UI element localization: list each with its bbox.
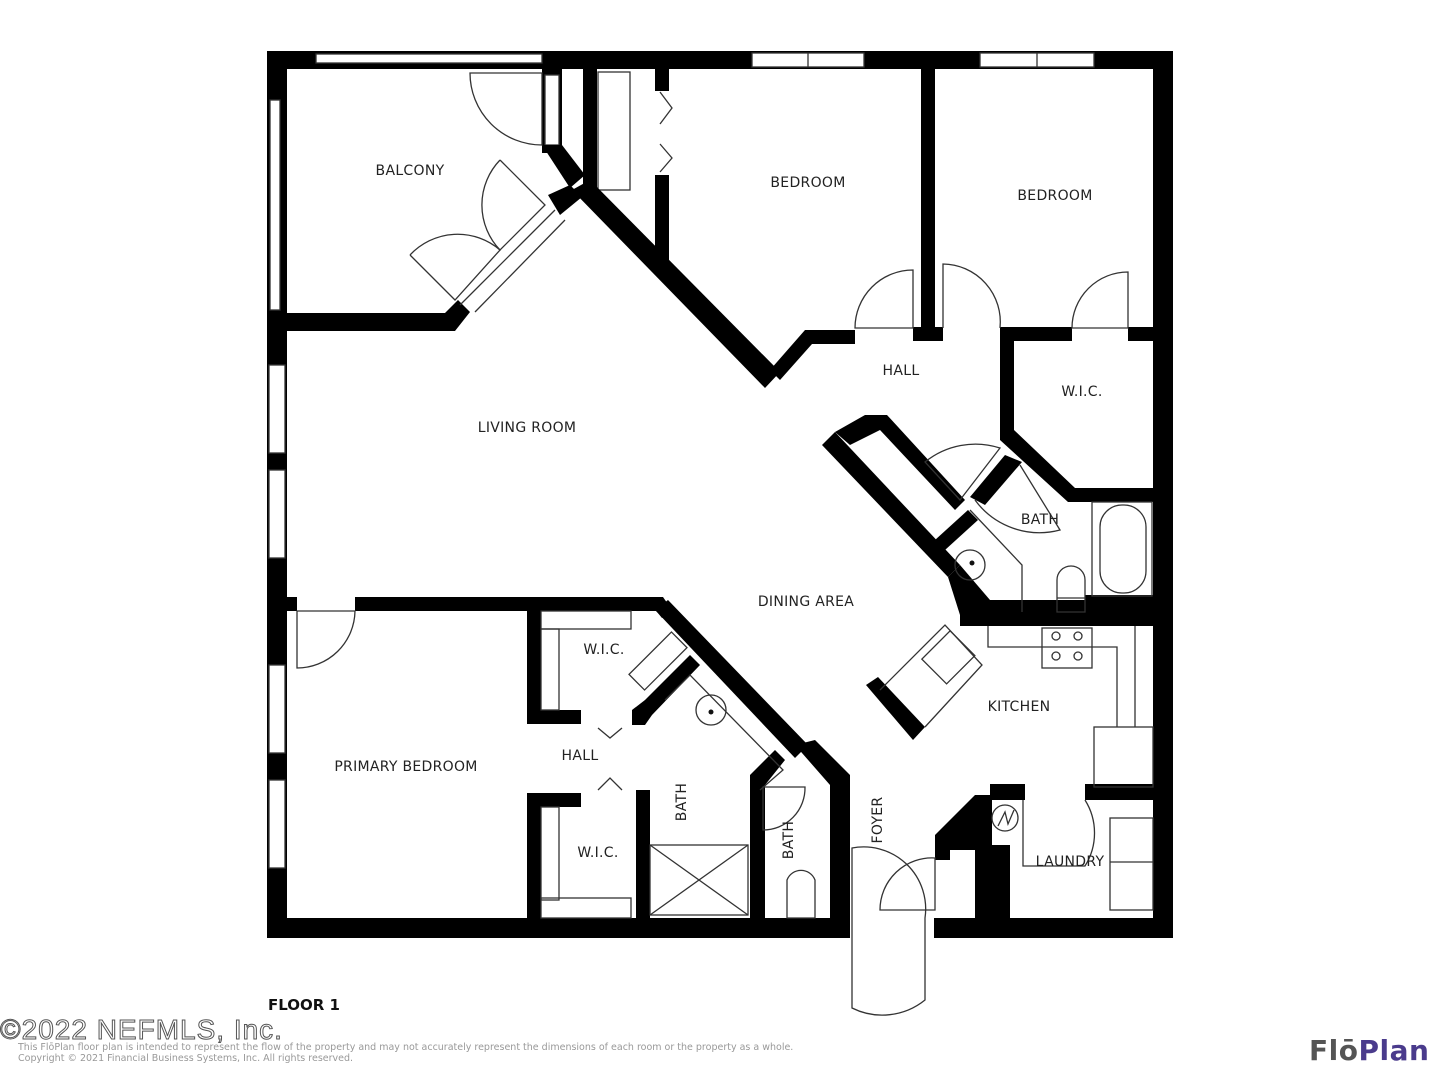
room-label: W.I.C. — [583, 642, 624, 658]
room-label: LIVING ROOM — [478, 420, 577, 436]
room-label: LAUNDRY — [1036, 854, 1105, 870]
room-label: FOYER — [870, 797, 886, 844]
room-label: BATH — [1021, 512, 1059, 528]
logo-part-plan: Plan — [1358, 1034, 1430, 1067]
floplan-logo: FlōPlan — [1309, 1034, 1429, 1067]
fixtures — [296, 72, 1154, 1016]
room-label: BEDROOM — [1017, 188, 1092, 204]
room-label: BATH — [674, 783, 690, 821]
floor-label: FLOOR 1 — [268, 996, 340, 1014]
logo-part-flo: Flō — [1309, 1034, 1359, 1067]
room-label: HALL — [883, 363, 920, 379]
copyright-watermark: ©2022 NEFMLS, Inc. — [0, 1014, 283, 1046]
room-label: PRIMARY BEDROOM — [334, 759, 477, 775]
disclaimer: This FlōPlan floor plan is intended to r… — [18, 1042, 793, 1064]
walls — [267, 51, 1173, 938]
room-label: W.I.C. — [577, 845, 618, 861]
room-label: BEDROOM — [770, 175, 845, 191]
room-label: DINING AREA — [758, 594, 854, 610]
room-label: W.I.C. — [1061, 384, 1102, 400]
room-label: BALCONY — [376, 163, 445, 179]
room-label: HALL — [562, 748, 599, 764]
disclaimer-line-2: Copyright © 2021 Financial Business Syst… — [18, 1053, 354, 1064]
room-label: BATH — [781, 821, 797, 859]
disclaimer-line-1: This FlōPlan floor plan is intended to r… — [18, 1042, 794, 1053]
room-labels: BALCONY BEDROOM BEDROOM HALL W.I.C. LIVI… — [334, 163, 1104, 870]
room-label: KITCHEN — [988, 699, 1051, 715]
